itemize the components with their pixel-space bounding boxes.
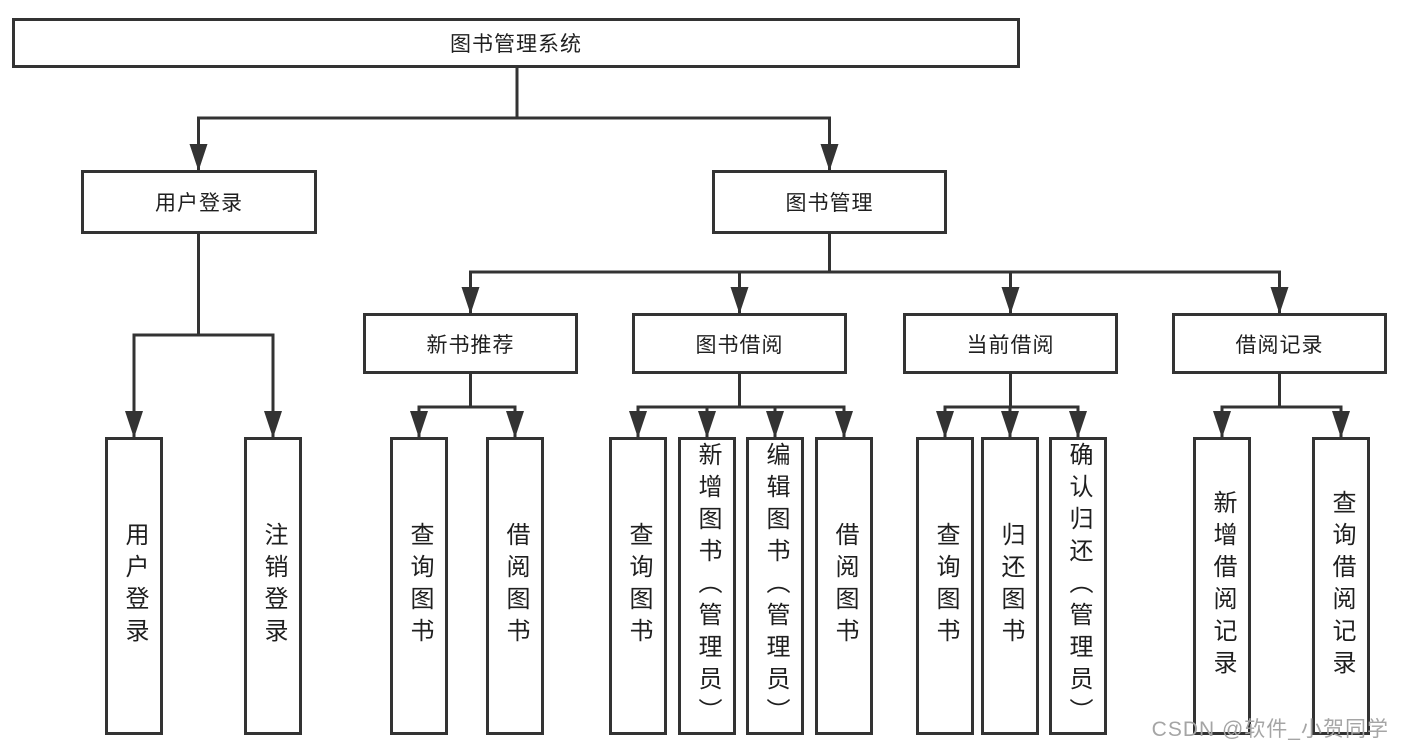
node-label: 图书借阅 xyxy=(695,333,784,357)
leaf-add-books-admin: 新增图书（管理员） xyxy=(678,437,736,735)
node-library-management-system: 图书管理系统 xyxy=(12,18,1020,68)
node-label: 确认归还（管理员） xyxy=(1065,442,1092,730)
leaf-edit-books-admin: 编辑图书（管理员） xyxy=(746,437,804,735)
leaf-query-books-3: 查询图书 xyxy=(916,437,974,735)
leaf-return-books: 归还图书 xyxy=(981,437,1039,735)
leaf-query-borrow-record: 查询借阅记录 xyxy=(1312,437,1370,735)
node-label: 查询借阅记录 xyxy=(1328,490,1355,682)
node-label: 图书管理 xyxy=(785,192,874,215)
node-borrowing-records: 借阅记录 xyxy=(1172,313,1387,374)
node-user-login: 用户登录 xyxy=(81,170,317,234)
node-label: 新书推荐 xyxy=(426,333,515,357)
node-label: 新增图书（管理员） xyxy=(694,442,721,730)
node-label: 用户登录 xyxy=(121,522,148,650)
node-label: 编辑图书（管理员） xyxy=(762,442,789,730)
leaf-user-login: 用户登录 xyxy=(105,437,163,735)
node-new-book-recommend: 新书推荐 xyxy=(363,313,578,374)
node-label: 借阅记录 xyxy=(1235,333,1324,357)
leaf-query-books-1: 查询图书 xyxy=(390,437,448,735)
leaf-logout-login: 注销登录 xyxy=(244,437,302,735)
leaf-query-books-2: 查询图书 xyxy=(609,437,667,735)
node-label: 查询图书 xyxy=(406,522,433,650)
node-label: 图书管理系统 xyxy=(450,33,582,56)
node-label: 归还图书 xyxy=(997,522,1024,650)
leaf-borrow-books-2: 借阅图书 xyxy=(815,437,873,735)
leaf-borrow-books-1: 借阅图书 xyxy=(486,437,544,735)
node-label: 新增借阅记录 xyxy=(1209,490,1236,682)
node-label: 注销登录 xyxy=(260,522,287,650)
node-label: 借阅图书 xyxy=(502,522,529,650)
watermark: CSDN @软件_小贺同学 xyxy=(1151,718,1389,741)
leaf-add-borrow-record: 新增借阅记录 xyxy=(1193,437,1251,735)
node-book-management: 图书管理 xyxy=(712,170,947,234)
node-current-borrowing: 当前借阅 xyxy=(903,313,1118,374)
node-book-borrowing: 图书借阅 xyxy=(632,313,847,374)
node-label: 用户登录 xyxy=(155,192,243,215)
node-label: 借阅图书 xyxy=(831,522,858,650)
node-label: 查询图书 xyxy=(625,522,652,650)
node-label: 查询图书 xyxy=(932,522,959,650)
leaf-confirm-return-admin: 确认归还（管理员） xyxy=(1049,437,1107,735)
node-label: 当前借阅 xyxy=(966,333,1055,357)
